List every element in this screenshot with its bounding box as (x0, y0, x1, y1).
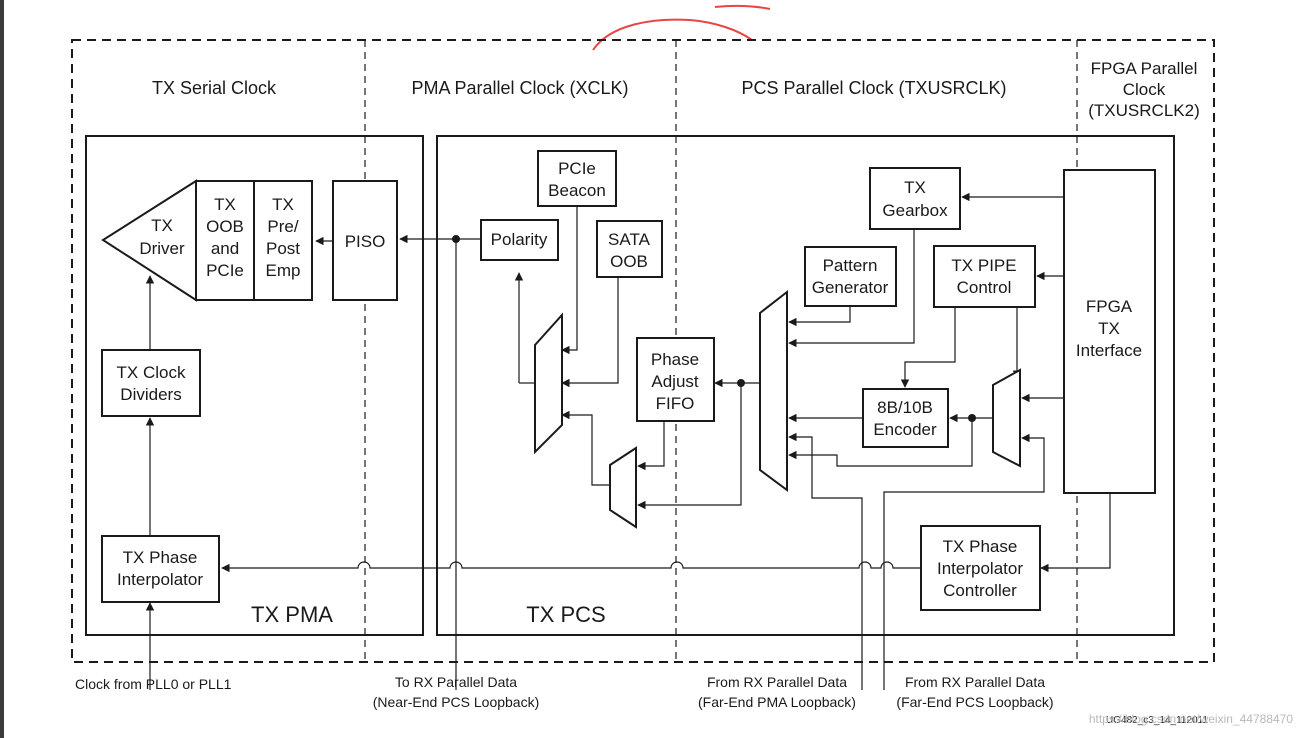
tx-oob-line-2: OOB (206, 217, 244, 236)
wire-fifo-to-smallmux (637, 421, 665, 471)
pcie-beacon-line-1: PCIe (558, 159, 596, 178)
clock-domain-tx-serial: TX Serial Clock (152, 78, 277, 98)
mux-oob-select (534, 312, 563, 455)
red-annotation-dash (714, 4, 771, 10)
wire-smallmux-to-mux (561, 410, 610, 486)
red-annotation-curve (592, 18, 753, 51)
figure-id: UG482_c3_14_112011 (1106, 715, 1208, 726)
tx-phase-interpolator-box (101, 535, 220, 603)
mux-pcs-main (759, 289, 788, 492)
tx-pipe-control-line-1: TX PIPE (951, 256, 1016, 275)
caption-far-end-pma-line-1: From RX Parallel Data (707, 674, 847, 690)
tx-emp-line-4: Emp (266, 261, 301, 280)
encoder-line-1: 8B/10B (877, 398, 933, 417)
caption-near-end-line-2: (Near-End PCS Loopback) (373, 694, 540, 710)
junction-fifo (737, 379, 745, 387)
wire-far-end-pcs (883, 433, 1045, 662)
wire-encoder-bypass (788, 418, 973, 467)
phase-adjust-line-2: Adjust (651, 372, 699, 391)
phase-adjust-line-1: Phase (651, 350, 699, 369)
tx-pma-frame (85, 135, 424, 636)
fpga-tx-line-3: Interface (1076, 341, 1142, 360)
polarity-box (480, 219, 559, 261)
tx-clock-dividers-line-2: Dividers (120, 385, 181, 404)
tx-oob-pcie-box (195, 180, 255, 301)
tx-oob-line-3: and (211, 239, 239, 258)
tx-oob-line-1: TX (214, 195, 236, 214)
wire-far-end-pma (788, 432, 863, 662)
wire-pipe-to-encoder (900, 307, 956, 388)
wire-pattern-to-mux (788, 306, 851, 327)
tx-emp-line-2: Pre/ (267, 217, 298, 236)
sata-oob-line-2: OOB (610, 252, 648, 271)
tx-gearbox-line-1: TX (904, 178, 926, 197)
tx-gearbox-line-2: Gearbox (882, 201, 948, 220)
sata-oob-line-1: SATA (608, 230, 651, 249)
pattern-generator-line-1: Pattern (823, 256, 878, 275)
wire-fpga-to-picontroller (1040, 494, 1111, 573)
tx-pi-controller-line-1: TX Phase (943, 537, 1018, 556)
fpga-tx-line-2: TX (1098, 319, 1120, 338)
sata-oob-box (596, 220, 663, 278)
caption-near-end-line-1: To RX Parallel Data (395, 674, 517, 690)
tx-clock-dividers-box (101, 349, 201, 417)
tx-pi-controller-line-2: Interpolator (937, 559, 1023, 578)
caption-far-end-pcs-line-1: From RX Parallel Data (905, 674, 1045, 690)
outer-boundary (71, 39, 1215, 663)
phase-adjust-fifo-box (636, 337, 715, 422)
window-edge (0, 0, 4, 738)
tx-oob-line-4: PCIe (206, 261, 244, 280)
clock-domain-fpga-line-1: FPGA Parallel (1091, 59, 1198, 78)
clock-domain-fpga-line-3: (TXUSRCLK2) (1088, 101, 1199, 120)
fpga-tx-line-1: FPGA (1086, 297, 1133, 316)
tx-pipe-control-line-2: Control (957, 278, 1012, 297)
wire-picontroller-to-pi (221, 561, 921, 573)
encoder-line-2: Encoder (873, 420, 937, 439)
tx-pcs-frame (436, 135, 1175, 636)
tx-pcs-label: TX PCS (526, 602, 605, 627)
piso-label: PISO (345, 232, 386, 251)
tx-pma-label: TX PMA (251, 602, 333, 627)
pcie-beacon-box (537, 150, 617, 207)
wire-beacon-to-mux (561, 206, 578, 355)
mux-fifo-bypass (609, 446, 637, 529)
piso-box (332, 180, 398, 301)
clock-domain-pma-parallel: PMA Parallel Clock (XCLK) (411, 78, 628, 98)
tx-phase-interpolator-line-2: Interpolator (117, 570, 203, 589)
encoder-8b10b-box (862, 388, 949, 448)
tx-driver-line-2: Driver (139, 239, 185, 258)
watermark: https://blog.csdn.net/weixin_44788470 (1089, 712, 1293, 726)
junction-encoder (968, 414, 976, 422)
tx-driver-line-1: TX (151, 216, 173, 235)
pattern-generator-box (804, 246, 897, 307)
tx-gearbox-box (869, 167, 961, 230)
tx-phase-interpolator-line-1: TX Phase (123, 548, 198, 567)
fpga-tx-interface-box (1063, 169, 1156, 494)
tx-pi-controller-line-3: Controller (943, 581, 1017, 600)
junction-near-end (452, 235, 460, 243)
tx-pi-controller-box (920, 525, 1041, 611)
clock-domain-pcs-parallel: PCS Parallel Clock (TXUSRCLK) (741, 78, 1006, 98)
pcie-beacon-line-2: Beacon (548, 181, 606, 200)
phase-adjust-line-3: FIFO (656, 394, 695, 413)
mux-encoder-input (992, 368, 1021, 468)
caption-far-end-pcs-line-2: (Far-End PCS Loopback) (896, 694, 1053, 710)
clock-domain-fpga-line-2: Clock (1123, 80, 1166, 99)
wire-sata-to-mux (561, 277, 619, 388)
tx-pre-post-emp-box (253, 180, 313, 301)
wire-gearbox-to-mux (788, 229, 915, 348)
wire-fifo-bypass (637, 383, 742, 510)
tx-emp-line-3: Post (266, 239, 300, 258)
tx-clock-dividers-line-1: TX Clock (117, 363, 186, 382)
polarity-label: Polarity (491, 230, 548, 249)
caption-far-end-pma-line-2: (Far-End PMA Loopback) (698, 694, 856, 710)
tx-emp-line-1: TX (272, 195, 294, 214)
caption-clock-source: Clock from PLL0 or PLL1 (75, 676, 232, 692)
tx-pipe-control-box (933, 245, 1036, 308)
pattern-generator-line-2: Generator (812, 278, 889, 297)
